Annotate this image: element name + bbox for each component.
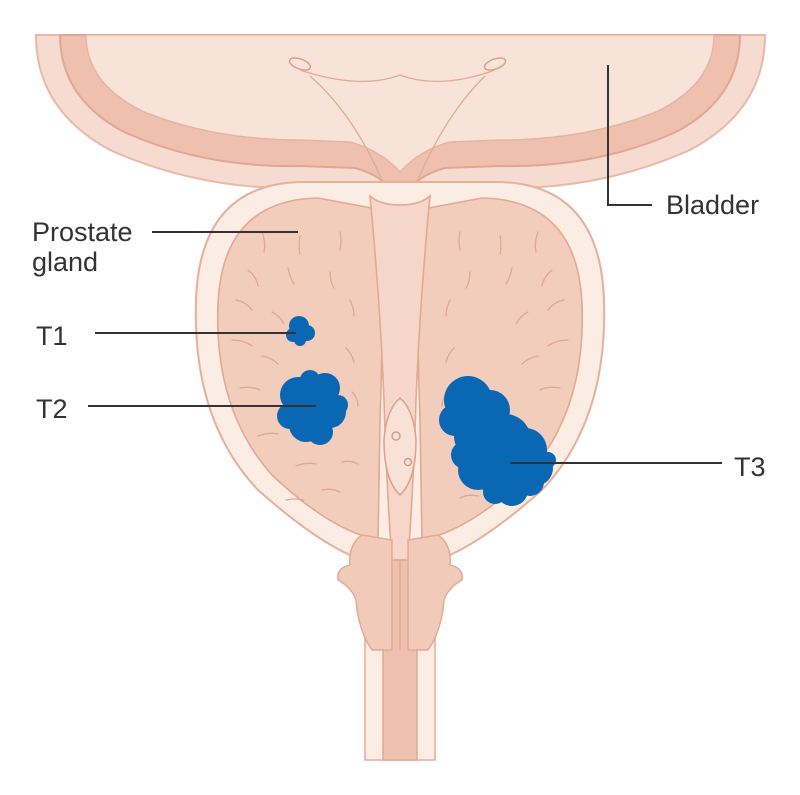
ejaculatory-duct-left bbox=[391, 431, 401, 441]
bladder bbox=[34, 34, 767, 234]
tumour-t2 bbox=[277, 370, 348, 445]
label-prostate-line2: gland bbox=[32, 247, 98, 277]
verumontanum bbox=[383, 396, 417, 497]
ureter-opening-left bbox=[288, 57, 312, 71]
bladder-lumen bbox=[85, 34, 715, 174]
label-t3: T3 bbox=[734, 452, 766, 482]
tumours bbox=[277, 316, 556, 506]
label-bladder: Bladder bbox=[666, 190, 759, 220]
label-t2: T2 bbox=[36, 394, 68, 424]
sphincter-right bbox=[407, 534, 463, 651]
tumour-t3 bbox=[439, 376, 556, 506]
label-t1: T1 bbox=[36, 321, 68, 351]
ureter-opening-right bbox=[483, 57, 507, 71]
sphincter-left bbox=[337, 534, 393, 651]
prostate-left-lobe bbox=[216, 197, 384, 541]
tumour-t1 bbox=[286, 316, 315, 346]
leader-lines bbox=[88, 65, 722, 464]
lower-urethra bbox=[337, 534, 463, 761]
label-prostate-line1: Prostate bbox=[32, 217, 133, 247]
leader-bladder bbox=[607, 65, 652, 206]
ejaculatory-duct-right bbox=[403, 457, 413, 467]
labels: Bladder Prostate gland T1 T2 T3 bbox=[32, 190, 766, 482]
prostate bbox=[194, 181, 606, 561]
